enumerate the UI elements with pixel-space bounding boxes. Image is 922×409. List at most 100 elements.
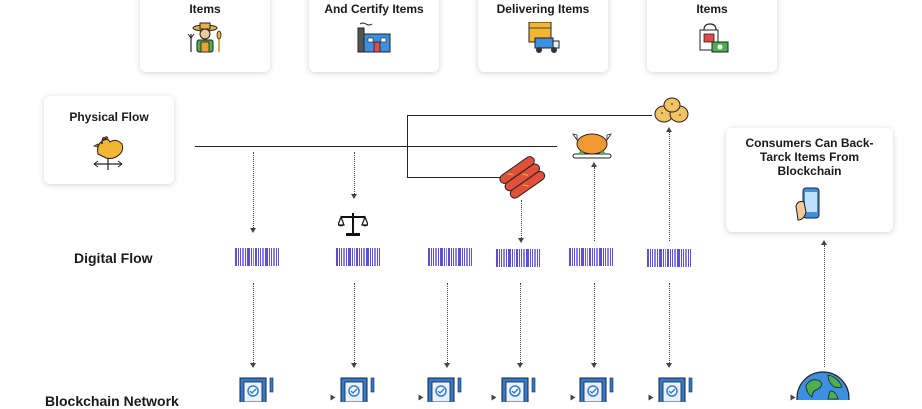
barcode-bar	[262, 248, 264, 266]
arrow-up-icon	[666, 127, 672, 132]
barcode-bar	[594, 248, 595, 266]
stage-card-certify: And Certify Items	[309, 0, 439, 72]
barcode-bar	[453, 248, 454, 266]
barcode-bar	[255, 248, 257, 266]
barcode-bar	[526, 249, 529, 267]
barcode-bar	[519, 249, 520, 267]
barcode-bar	[431, 248, 432, 266]
barcode-bar	[681, 249, 682, 267]
farmer-icon	[185, 22, 225, 59]
barcode-bar	[603, 248, 604, 266]
barcode-bar	[496, 249, 498, 267]
physical-flow-branch-bottom	[407, 177, 502, 178]
barcode-bar	[506, 249, 507, 267]
barcode-bar	[514, 249, 515, 267]
barcode-bar	[539, 249, 540, 267]
physical-flow-branch-top	[407, 115, 652, 116]
physical-flow-branch-vertical	[407, 115, 408, 177]
barcode-bar	[428, 248, 430, 266]
barcode-bar	[273, 248, 275, 266]
barcode-bar	[346, 248, 347, 266]
barcode-bar	[271, 248, 272, 266]
barcode-bar	[370, 248, 371, 266]
consumers-card: Consumers Can Back- Tarck Items From Blo…	[726, 128, 893, 232]
barcode-icon	[496, 249, 542, 267]
barcode-bar	[438, 248, 439, 266]
barcode-bar	[356, 248, 358, 266]
arrow-down-icon	[518, 238, 524, 243]
arrow-up-icon	[591, 162, 597, 167]
barcode-bar	[251, 248, 252, 266]
digital-flow-label: Digital Flow	[74, 250, 153, 266]
barcode-bar	[688, 249, 689, 267]
barcode-bar	[654, 249, 656, 267]
barcode-bar	[657, 249, 658, 267]
barcode-bar	[499, 249, 500, 267]
certificate-document-icon	[238, 376, 278, 407]
balance-scale-icon	[337, 210, 369, 243]
arrow-down-icon	[517, 363, 523, 368]
barcode-bar	[569, 248, 571, 266]
barcode-bar	[247, 248, 250, 266]
arrow-down-icon	[351, 194, 357, 199]
roast-chicken-icon	[571, 128, 613, 167]
delivery-truck-icon	[523, 21, 563, 59]
barcode-bar	[433, 248, 434, 266]
sausages-icon	[498, 154, 546, 205]
barcode-bar	[607, 248, 609, 266]
barcode-bar	[336, 248, 338, 266]
barcode-bar	[455, 248, 457, 266]
barcode-bar	[265, 248, 268, 266]
stage-card-selling: Items	[647, 0, 777, 72]
barcode-bar	[599, 248, 602, 266]
barcode-bar	[610, 248, 611, 266]
barcode-bar	[521, 249, 522, 267]
arrow-down-icon	[666, 363, 672, 368]
barcode-bar	[366, 248, 369, 266]
physical-flow-card: Physical Flow	[44, 96, 174, 184]
barcode-bar	[647, 249, 649, 267]
barcode-bar	[605, 248, 606, 266]
barcode-bar	[592, 248, 593, 266]
barcode-bar	[690, 249, 691, 267]
barcode-bar	[379, 248, 380, 266]
dotted-connector	[447, 283, 448, 363]
barcode-bar	[242, 248, 244, 266]
arrow-down-icon	[591, 363, 597, 368]
blockchain-network-label: Blockchain Network	[45, 393, 179, 409]
barcode-bar	[363, 248, 365, 266]
stage-card-growing: Items	[140, 0, 270, 72]
nuggets-icon	[653, 96, 691, 131]
barcode-bar	[576, 248, 578, 266]
barcode-bar	[466, 248, 468, 266]
barcode-bar	[469, 248, 470, 266]
barcode-bar	[667, 249, 669, 267]
barcode-bar	[359, 248, 360, 266]
barcode-bar	[665, 249, 666, 267]
dotted-connector	[669, 283, 670, 363]
barcode-bar	[435, 248, 437, 266]
barcode-bar	[612, 248, 613, 266]
barcode-bar	[260, 248, 261, 266]
barcode-bar	[574, 248, 575, 266]
barcode-bar	[348, 248, 351, 266]
barcode-bar	[278, 248, 279, 266]
barcode-bar	[585, 248, 586, 266]
certificate-document-icon	[578, 376, 618, 407]
barcode-bar	[451, 248, 452, 266]
barcode-bar	[572, 248, 573, 266]
barcode-bar	[448, 248, 450, 266]
barcode-bar	[516, 249, 518, 267]
certificate-document-icon	[339, 376, 379, 407]
barcode-icon	[336, 248, 382, 266]
stage-card-label: Items	[696, 2, 728, 16]
certificate-document-icon	[426, 376, 466, 407]
dotted-connector	[594, 283, 595, 363]
barcode-icon	[569, 248, 615, 266]
physical-flow-label: Physical Flow	[69, 110, 149, 124]
barcode-bar	[372, 248, 373, 266]
barcode-bar	[444, 248, 445, 266]
barcode-bar	[276, 248, 277, 266]
barcode-bar	[532, 249, 533, 267]
shopping-bag-icon	[692, 22, 732, 59]
